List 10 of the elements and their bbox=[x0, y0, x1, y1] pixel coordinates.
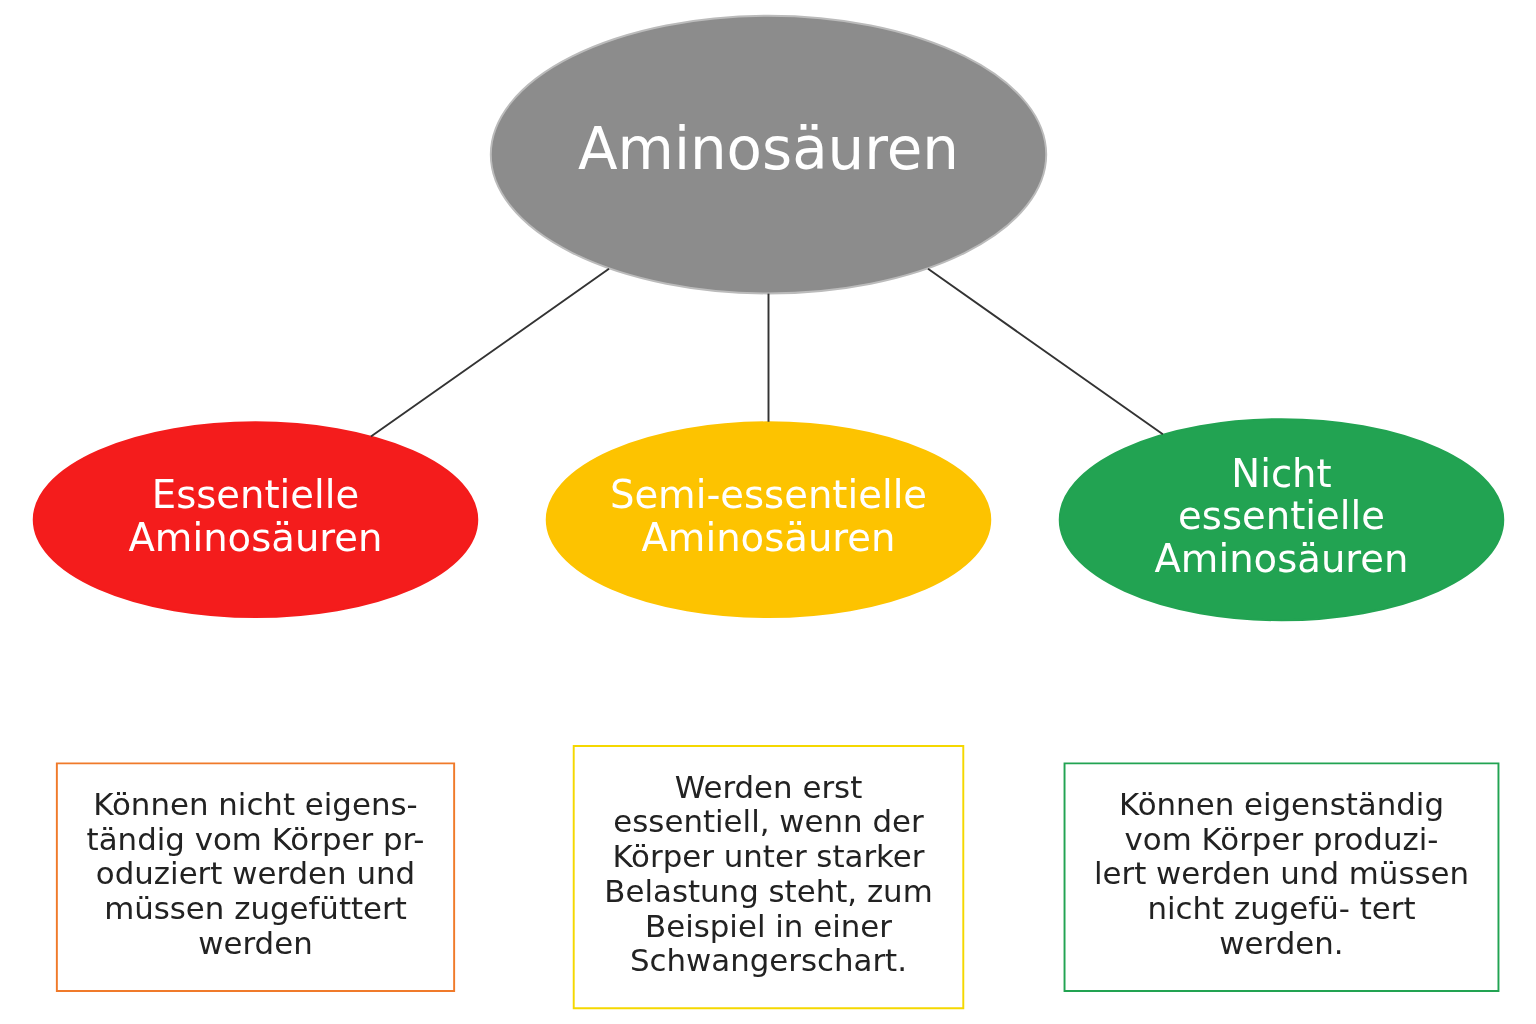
node-box: Können nicht eigens- tändig vom Körper pr- oduziert werden und müssen zugefüttert werden bbox=[55, 762, 455, 992]
connector bbox=[926, 267, 1164, 436]
node-ellipse: Semi-essentielle Aminosäuren bbox=[545, 421, 991, 619]
node-ellipse: Aminosäuren bbox=[489, 14, 1047, 295]
node-ellipse: Essentielle Aminosäuren bbox=[32, 421, 478, 619]
node-ellipse: Nicht essentielle Aminosäuren bbox=[1058, 418, 1504, 622]
node-box: Werden erst essentiell, wenn der Körper unter starker Belastung steht, zum Beispiel in einer Schwangerschart. bbox=[572, 745, 964, 1010]
node-box: Können eigenständig vom Körper produzi- lert werden und müssen nicht zugefü- tert werden. bbox=[1063, 762, 1499, 992]
connector bbox=[767, 292, 769, 423]
connector bbox=[369, 267, 610, 438]
